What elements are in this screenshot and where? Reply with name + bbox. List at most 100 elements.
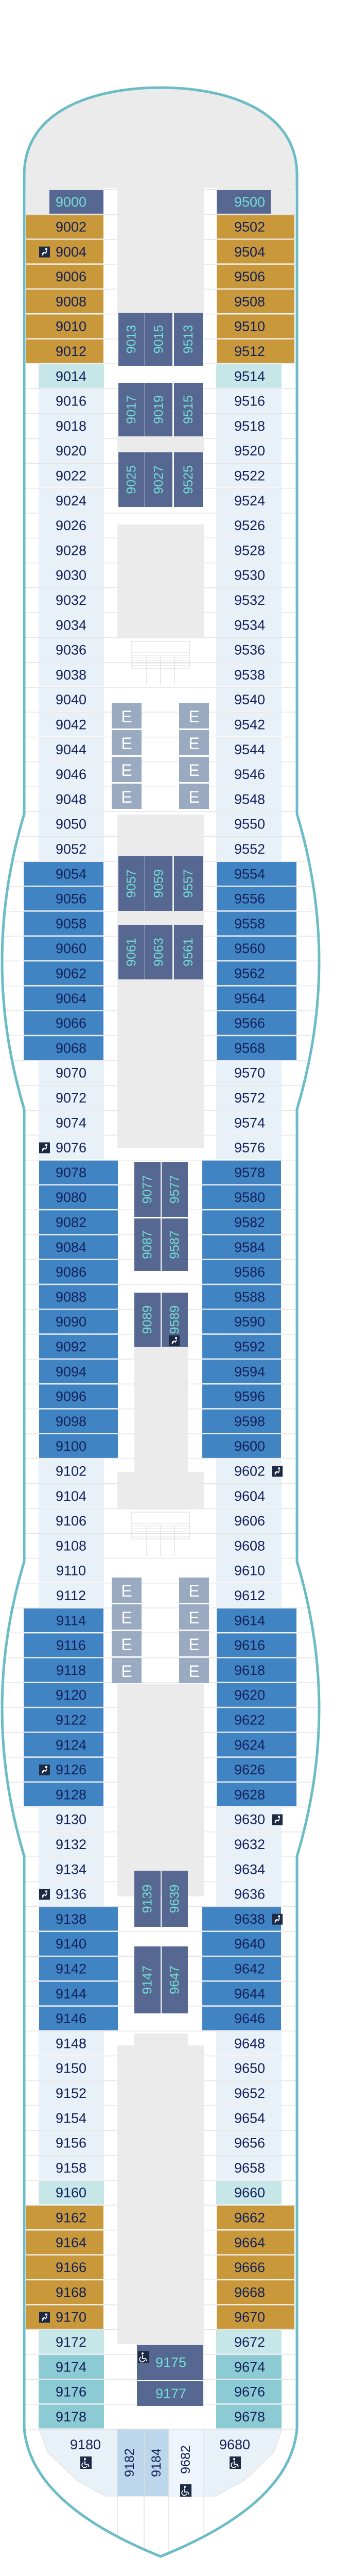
cabin-box[interactable] bbox=[24, 937, 103, 960]
cabin-box[interactable] bbox=[217, 986, 296, 1010]
cabin-9622[interactable]: 9622 bbox=[217, 1708, 296, 1732]
cabin-9646[interactable]: 9646 bbox=[202, 2006, 281, 2030]
cabin-9120[interactable]: 9120 bbox=[24, 1683, 103, 1707]
cabin-9500[interactable]: 9500 bbox=[217, 190, 271, 214]
cabin-box[interactable] bbox=[118, 383, 145, 436]
cabin-9030[interactable]: 9030 bbox=[39, 563, 104, 587]
cabin-box[interactable] bbox=[39, 464, 104, 488]
cabin-box[interactable] bbox=[145, 452, 172, 507]
cabin-9102[interactable]: 9102 bbox=[39, 1459, 104, 1483]
cabin-box[interactable] bbox=[217, 887, 296, 911]
cabin-box[interactable] bbox=[202, 1957, 281, 1981]
cabin-box[interactable] bbox=[216, 2106, 282, 2130]
cabin-box[interactable] bbox=[24, 911, 103, 936]
cabin-box[interactable] bbox=[39, 1459, 104, 1483]
cabin-box[interactable] bbox=[39, 1807, 104, 1832]
cabin-9088[interactable]: 9088 bbox=[39, 1285, 118, 1309]
cabin-box[interactable] bbox=[39, 1235, 118, 1259]
cabin-box[interactable] bbox=[216, 2056, 282, 2080]
cabin-9013[interactable]: 9013 bbox=[118, 313, 145, 366]
cabin-9098[interactable]: 9098 bbox=[39, 1409, 118, 1433]
cabin-box[interactable] bbox=[162, 1946, 188, 2013]
cabin-9160[interactable]: 9160 bbox=[39, 2181, 104, 2205]
cabin-box[interactable] bbox=[216, 2404, 282, 2429]
cabin-9180[interactable]: 9180 bbox=[39, 2429, 118, 2497]
cabin-box[interactable] bbox=[174, 452, 203, 507]
cabin-box[interactable] bbox=[39, 389, 104, 413]
cabin-box[interactable] bbox=[216, 588, 282, 612]
cabin-box[interactable] bbox=[39, 2131, 104, 2155]
cabin-9178[interactable]: 9178 bbox=[39, 2404, 104, 2429]
cabin-box[interactable] bbox=[217, 2280, 294, 2304]
cabin-box[interactable] bbox=[118, 313, 145, 366]
cabin-9062[interactable]: 9062 bbox=[24, 961, 103, 986]
cabin-box[interactable] bbox=[24, 1757, 103, 1782]
cabin-9604[interactable]: 9604 bbox=[216, 1484, 282, 1508]
cabin-box[interactable] bbox=[216, 488, 282, 513]
cabin-box[interactable] bbox=[216, 513, 282, 537]
cabin-9589[interactable]: 9589 bbox=[162, 1293, 188, 1347]
cabin-9074[interactable]: 9074 bbox=[39, 1111, 104, 1134]
cabin-box[interactable] bbox=[202, 1310, 281, 1334]
cabin-9666[interactable]: 9666 bbox=[217, 2255, 294, 2279]
cabin-9128[interactable]: 9128 bbox=[24, 1783, 103, 1806]
cabin-box[interactable] bbox=[216, 464, 282, 488]
cabin-box[interactable] bbox=[216, 538, 282, 562]
cabin-9670[interactable]: 9670 bbox=[217, 2305, 294, 2329]
cabin-box[interactable] bbox=[39, 737, 104, 761]
cabin-box[interactable] bbox=[217, 290, 294, 313]
cabin-9092[interactable]: 9092 bbox=[39, 1334, 118, 1359]
cabin-box[interactable] bbox=[26, 314, 103, 338]
cabin-9032[interactable]: 9032 bbox=[39, 588, 104, 612]
cabin-9015[interactable]: 9015 bbox=[145, 313, 172, 366]
cabin-9530[interactable]: 9530 bbox=[216, 563, 282, 587]
cabin-box[interactable] bbox=[162, 1871, 188, 1927]
cabin-box[interactable] bbox=[39, 1932, 118, 1956]
cabin-box[interactable] bbox=[202, 1334, 281, 1359]
cabin-box[interactable] bbox=[216, 613, 282, 637]
cabin-box[interactable] bbox=[39, 1957, 118, 1981]
cabin-9580[interactable]: 9580 bbox=[202, 1185, 281, 1209]
cabin-box[interactable] bbox=[39, 1558, 104, 1583]
cabin-9139[interactable]: 9139 bbox=[134, 1871, 161, 1927]
cabin-9554[interactable]: 9554 bbox=[217, 862, 296, 886]
cabin-box[interactable] bbox=[24, 887, 103, 911]
cabin-9652[interactable]: 9652 bbox=[216, 2081, 282, 2105]
cabin-9156[interactable]: 9156 bbox=[39, 2131, 104, 2155]
cabin-9514[interactable]: 9514 bbox=[216, 364, 282, 388]
cabin-box[interactable] bbox=[162, 1218, 188, 1271]
cabin-box[interactable] bbox=[216, 787, 282, 811]
cabin-box[interactable] bbox=[216, 837, 282, 861]
cabin-box[interactable] bbox=[26, 2230, 103, 2255]
cabin-9016[interactable]: 9016 bbox=[39, 389, 104, 413]
cabin-box[interactable] bbox=[216, 2355, 282, 2379]
cabin-box[interactable] bbox=[39, 1857, 104, 1881]
cabin-9548[interactable]: 9548 bbox=[216, 787, 282, 811]
cabin-box[interactable] bbox=[174, 925, 203, 979]
cabin-box[interactable] bbox=[26, 290, 103, 313]
cabin-box[interactable] bbox=[216, 1111, 282, 1134]
cabin-9177[interactable]: 9177 bbox=[137, 2381, 203, 2406]
cabin-9512[interactable]: 9512 bbox=[217, 339, 294, 363]
cabin-9018[interactable]: 9018 bbox=[39, 414, 104, 438]
cabin-9063[interactable]: 9063 bbox=[145, 925, 172, 979]
cabin-9502[interactable]: 9502 bbox=[217, 215, 294, 239]
cabin-9556[interactable]: 9556 bbox=[217, 887, 296, 911]
cabin-9668[interactable]: 9668 bbox=[217, 2280, 294, 2304]
cabin-box[interactable] bbox=[39, 2006, 118, 2030]
cabin-box[interactable] bbox=[217, 264, 294, 289]
cabin-box[interactable] bbox=[26, 264, 103, 289]
cabin-9642[interactable]: 9642 bbox=[202, 1957, 281, 1981]
cabin-box[interactable] bbox=[216, 737, 282, 761]
cabin-9640[interactable]: 9640 bbox=[202, 1932, 281, 1956]
cabin-box[interactable] bbox=[24, 986, 103, 1010]
cabin-9650[interactable]: 9650 bbox=[216, 2056, 282, 2080]
cabin-9636[interactable]: 9636 bbox=[216, 1882, 282, 1906]
cabin-9164[interactable]: 9164 bbox=[26, 2230, 103, 2255]
cabin-9172[interactable]: 9172 bbox=[39, 2330, 104, 2354]
cabin-9590[interactable]: 9590 bbox=[202, 1310, 281, 1334]
cabin-box[interactable] bbox=[217, 937, 296, 960]
cabin-9654[interactable]: 9654 bbox=[216, 2106, 282, 2130]
cabin-box[interactable] bbox=[39, 2031, 104, 2055]
cabin-box[interactable] bbox=[216, 1583, 282, 1607]
